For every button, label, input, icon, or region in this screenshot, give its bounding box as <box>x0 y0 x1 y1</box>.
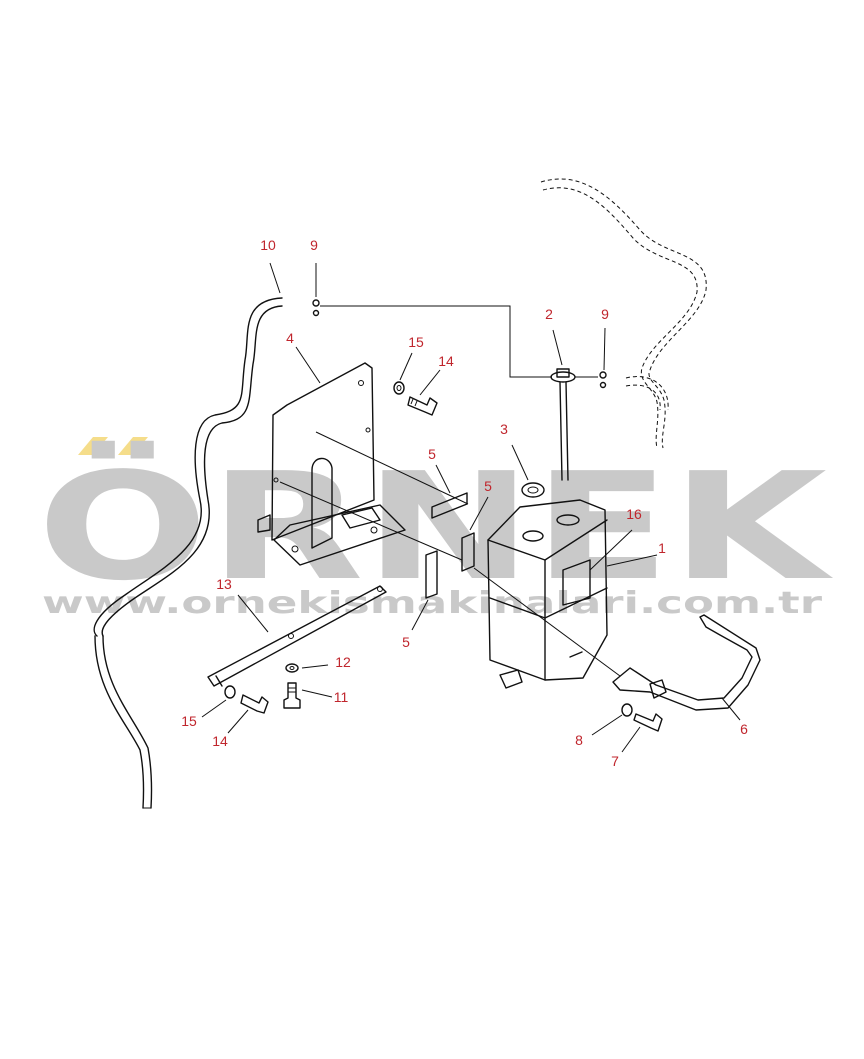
watermark-brand: ÖRNEK <box>37 440 834 613</box>
callout-3: 3 <box>500 421 508 437</box>
washer-12 <box>285 663 299 673</box>
tank-1 <box>487 499 608 689</box>
dashed-hose <box>540 178 707 449</box>
callout-14-upper: 14 <box>438 353 454 369</box>
callout-5-upper: 5 <box>428 446 436 462</box>
alignment-line-upper <box>315 431 469 505</box>
bolt-11 <box>283 682 301 709</box>
watermark-url: www.ornekismakinalari.com.tr <box>42 586 822 621</box>
callout-5-lower: 5 <box>402 634 410 650</box>
alignment-line-lower <box>279 481 463 561</box>
callout-11: 11 <box>334 689 349 705</box>
callout-2: 2 <box>545 306 553 322</box>
alignment-line-tank <box>473 567 621 677</box>
callout-16: 16 <box>626 506 642 522</box>
callout-9-left: 9 <box>310 237 318 253</box>
watermark-accent-right <box>118 437 148 455</box>
strap-13 <box>207 585 387 687</box>
clamp-9-left <box>312 299 320 317</box>
callout-labels: 10 9 2 9 4 15 14 3 5 5 16 1 5 13 12 11 1… <box>181 237 748 769</box>
callout-9-right: 9 <box>601 306 609 322</box>
callout-1: 1 <box>658 540 666 556</box>
bolt-14-upper <box>407 396 438 416</box>
washer-15-lower <box>224 685 236 699</box>
callout-4: 4 <box>286 330 294 346</box>
callout-12: 12 <box>335 654 351 670</box>
callout-7: 7 <box>611 753 619 769</box>
callout-6: 6 <box>740 721 748 737</box>
callout-10: 10 <box>260 237 276 253</box>
cap-3 <box>521 482 545 498</box>
washer-8 <box>621 703 633 717</box>
pad-5-lower <box>425 550 438 599</box>
washer-15-upper <box>393 381 405 395</box>
leader-lines <box>201 262 741 753</box>
bolt-7 <box>633 713 663 732</box>
hose-10 <box>93 297 283 809</box>
pipe-line <box>320 305 552 378</box>
callout-5-middle: 5 <box>484 478 492 494</box>
watermark: ÖRNEK www.ornekismakinalari.com.tr <box>37 437 834 621</box>
bracket-4 <box>257 362 406 566</box>
strap-6 <box>612 614 761 711</box>
bolt-14-lower <box>240 694 269 714</box>
callout-15-upper: 15 <box>408 334 424 350</box>
callout-14-lower: 14 <box>212 733 228 749</box>
callout-13: 13 <box>216 576 232 592</box>
callout-15-lower: 15 <box>181 713 197 729</box>
callout-8: 8 <box>575 732 583 748</box>
dipstick-2 <box>550 368 598 481</box>
watermark-accent-left <box>78 437 108 455</box>
clamp-9-right <box>599 371 607 389</box>
